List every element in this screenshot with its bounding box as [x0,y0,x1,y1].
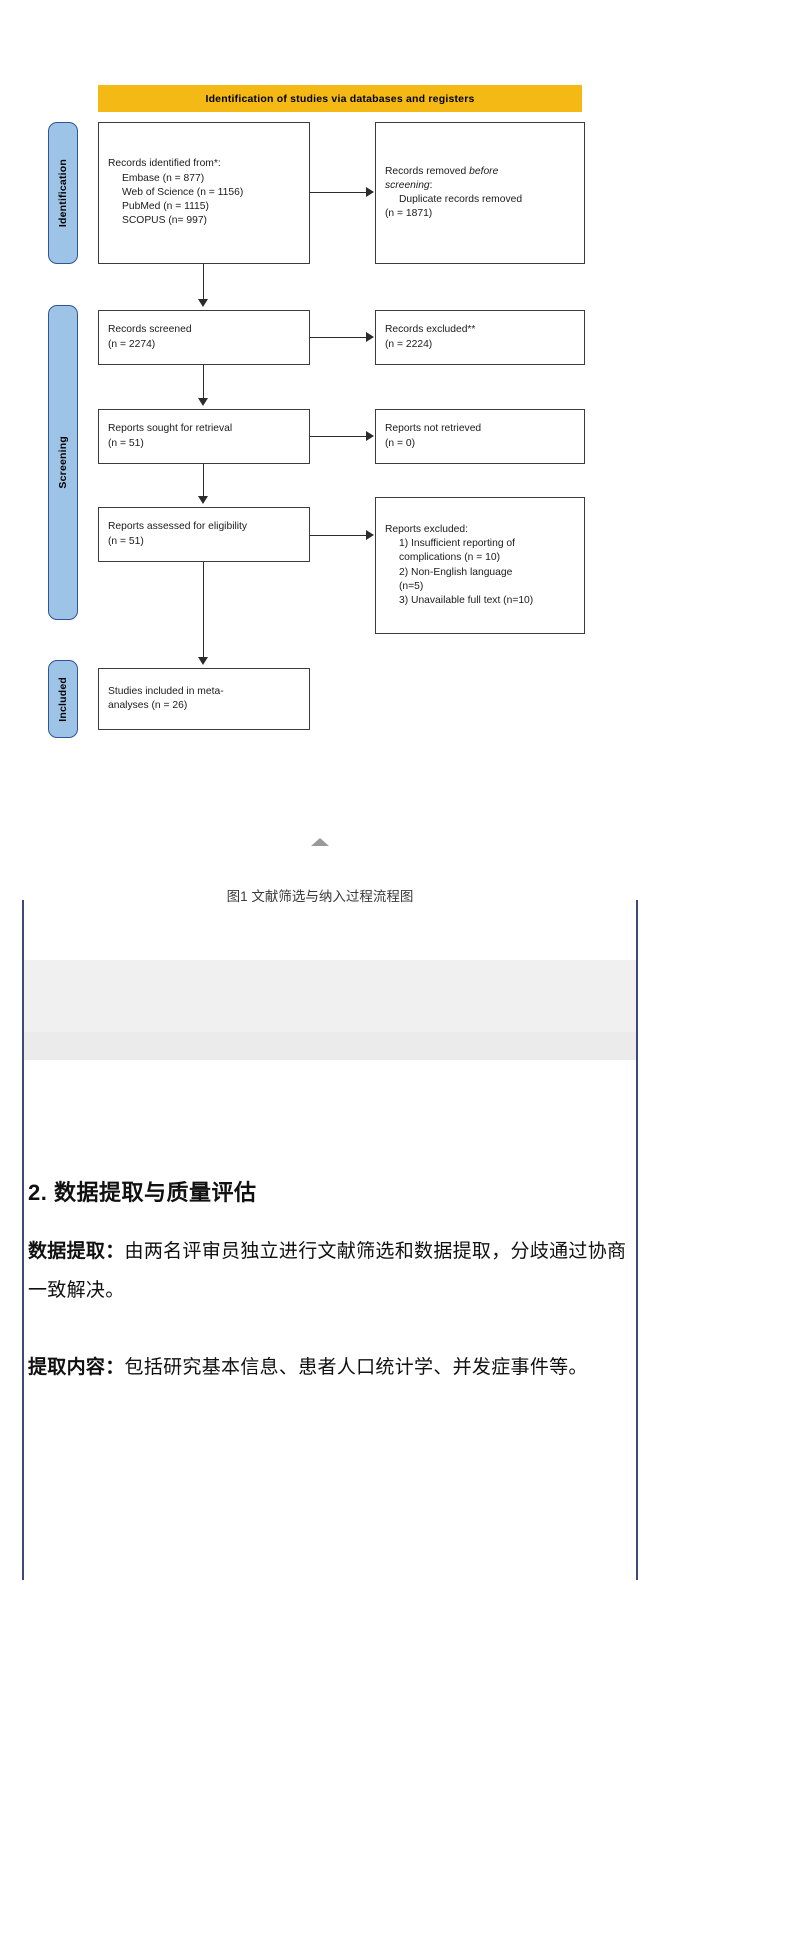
paragraph-data-extraction-label: 数据提取： [28,1241,125,1262]
box-reports-excluded-item-3: (n=5) [399,580,424,592]
box-reports-excluded-title: Reports excluded: [385,523,468,535]
collapse-chevron-up-icon[interactable] [311,838,329,846]
box-records-removed: Records removed before screening: Duplic… [375,122,585,264]
paragraph-data-extraction-text: 由两名评审员独立进行文献筛选和数据提取，分歧通过协商一致解决。 [28,1241,627,1301]
stage-label-screening-text: Screening [57,436,69,489]
box-studies-included-line2: analyses (n = 26) [108,700,188,711]
stage-label-identification: Identification [48,122,78,264]
box-records-excluded: Records excluded** (n = 2224) [375,310,585,365]
box-reports-excluded-item-0: 1) Insufficient reporting of [399,538,516,550]
box-reports-excluded: Reports excluded: 1) Insufficient report… [375,497,585,634]
box-reports-assessed: Reports assessed for eligibility (n = 51… [98,507,310,562]
box-records-removed-count: (n = 1871) [385,208,433,220]
box-reports-assessed-title: Reports assessed for eligibility [108,521,248,533]
arrow-assessed-to-included [203,562,205,658]
arrowhead-sought-to-assessed-icon [198,496,208,504]
box-records-removed-item: Duplicate records removed [399,194,523,205]
stage-label-screening: Screening [48,305,78,620]
box-reports-excluded-item-1: complications (n = 10) [399,552,501,564]
prisma-flow-diagram: Identification of studies via databases … [0,0,640,760]
arrowhead-assessed-to-included-icon [198,657,208,665]
stage-label-included-text: Included [57,676,69,722]
box-reports-sought-count: (n = 51) [108,437,144,449]
box-records-excluded-title: Records excluded** [385,324,476,336]
arrowhead-sought-to-notretrieved-icon [366,431,374,441]
stage-label-identification-text: Identification [57,158,69,228]
box-reports-not-retrieved: Reports not retrieved (n = 0) [375,409,585,464]
arrowhead-screened-to-excluded-icon [366,332,374,342]
paragraph-extraction-content: 提取内容：包括研究基本信息、患者人口统计学、并发症事件等。 [28,1349,628,1388]
box-reports-excluded-item-2: 2) Non-English language [399,566,513,578]
section-heading: 2. 数据提取与质量评估 [28,1180,257,1205]
arrow-identified-to-screened [203,264,205,300]
paragraph-extraction-content-text: 包括研究基本信息、患者人口统计学、并发症事件等。 [124,1356,588,1378]
box-records-removed-line1-italic: before [469,165,499,177]
arrow-sought-to-assessed [203,464,205,497]
box-records-identified-item-1: Web of Science (n = 1156) [122,186,244,198]
box-records-removed-line2: screening: [385,179,575,193]
arrowhead-identified-to-screened-icon [198,299,208,307]
paragraph-data-extraction: 数据提取：由两名评审员独立进行文献筛选和数据提取，分歧通过协商一致解决。 [28,1233,628,1311]
content-separator-band-1 [24,960,636,1032]
paragraph-extraction-content-label: 提取内容： [28,1356,125,1378]
box-reports-assessed-count: (n = 51) [108,535,144,547]
box-reports-sought: Reports sought for retrieval (n = 51) [98,409,310,464]
box-records-screened-count: (n = 2274) [108,338,156,350]
box-records-screened: Records screened (n = 2274) [98,310,310,365]
arrow-assessed-to-repexcluded [310,535,367,537]
box-studies-included: Studies included in meta- analyses (n = … [98,668,310,730]
arrowhead-screened-to-sought-icon [198,398,208,406]
box-records-identified-item-0: Embase (n = 877) [122,172,205,184]
box-records-removed-line2-tail: : [429,179,433,191]
box-records-removed-line2-italic: screening [385,179,430,191]
arrow-screened-to-sought [203,365,205,399]
stage-label-included: Included [48,660,78,738]
box-records-identified-item-2: PubMed (n = 1115) [122,201,209,213]
figure-caption: 图1 文献筛选与纳入过程流程图 [226,889,414,904]
arrow-sought-to-notretrieved [310,436,367,438]
box-reports-not-retrieved-title: Reports not retrieved [385,423,482,435]
arrow-identified-to-removed [310,192,367,194]
box-reports-sought-title: Reports sought for retrieval [108,423,233,435]
box-studies-included-line1: Studies included in meta- [108,685,224,697]
box-records-excluded-count: (n = 2224) [385,338,433,350]
diagram-banner: Identification of studies via databases … [98,85,582,112]
figure-area: Identification of studies via databases … [0,0,800,904]
arrowhead-assessed-to-repexcluded-icon [366,530,374,540]
box-records-removed-line1-text: Records removed [385,165,470,177]
box-records-identified-title: Records identified from*: [108,158,221,170]
arrowhead-identified-to-removed-icon [366,187,374,197]
box-records-removed-line1: Records removed before [385,165,575,179]
arrow-screened-to-excluded [310,337,367,339]
box-records-screened-title: Records screened [108,324,192,336]
content-separator-band-2 [24,1032,636,1060]
box-records-identified-item-3: SCOPUS (n= 997) [122,215,207,227]
article-body: 2. 数据提取与质量评估 数据提取：由两名评审员独立进行文献筛选和数据提取，分歧… [28,1175,628,1426]
box-reports-not-retrieved-count: (n = 0) [385,437,416,449]
box-reports-excluded-item-4: 3) Unavailable full text (n=10) [399,594,534,606]
box-records-identified: Records identified from*: Embase (n = 87… [98,122,310,264]
